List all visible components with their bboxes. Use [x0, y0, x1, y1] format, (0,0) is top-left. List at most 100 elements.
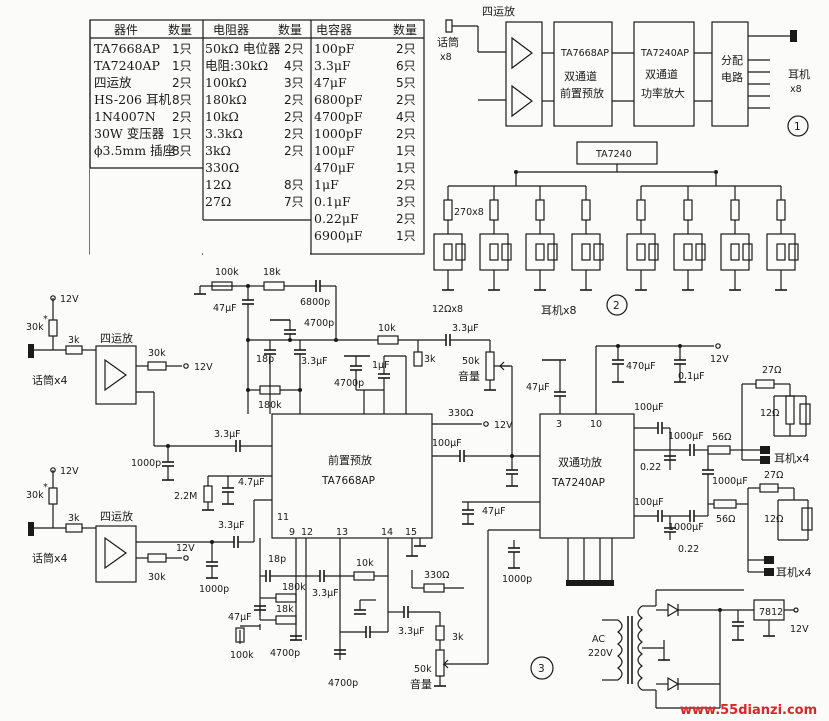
svg-text:1000p: 1000p: [131, 458, 161, 469]
parts-col1-qty-5: 1只: [172, 127, 192, 141]
watermark: www.55dianzi.com: [680, 703, 817, 718]
svg-text:1μF: 1μF: [372, 360, 390, 371]
dist-resistor-0: [443, 199, 453, 221]
parts-col2-name-8: 12Ω: [205, 177, 231, 192]
svg-text:100μF: 100μF: [634, 402, 664, 413]
col2-header: 电阻器: [213, 23, 249, 37]
parts-col3-qty-8: 2只: [396, 178, 416, 192]
col2-qty-header: 数量: [278, 22, 302, 37]
svg-text:AC: AC: [592, 634, 605, 645]
block-pwr-chip: TA7240AP: [640, 48, 689, 59]
dist-r12-7: [776, 243, 786, 261]
parts-col2-name-2: 100kΩ: [205, 75, 247, 90]
dist-chip: TA7240: [595, 149, 632, 160]
dist-r12-4: [636, 243, 646, 261]
parts-col3-name-0: 100pF: [314, 41, 355, 56]
dist-resistor-4: [636, 199, 646, 221]
parts-col1-name-3: HS-206 耳机: [94, 92, 171, 107]
pre-amp-chip: [271, 413, 433, 539]
svg-text:30k: 30k: [148, 572, 166, 583]
svg-text:3k: 3k: [452, 632, 464, 643]
svg-text:12V: 12V: [176, 543, 195, 554]
distribution-diagram: TA7240 270x8 12Ωx8 耳机x8 2: [432, 141, 799, 317]
pwr-chip-model: TA7240AP: [551, 477, 605, 489]
dist-earphone-6: [742, 243, 753, 261]
dist-resistor-1: [489, 199, 499, 221]
svg-text:12Ω: 12Ω: [760, 408, 779, 419]
svg-text:0.22: 0.22: [640, 462, 661, 473]
svg-text:1000μF: 1000μF: [712, 476, 748, 487]
parts-col1-qty-3: 8只: [172, 93, 192, 107]
parts-col1-qty-0: 1只: [172, 42, 192, 56]
parts-col2-qty-4: 2只: [284, 110, 304, 124]
parts-col3-name-1: 3.3μF: [314, 58, 351, 73]
dist-r12-label: 12Ωx8: [432, 304, 463, 315]
parts-col3-name-10: 0.22μF: [314, 211, 359, 226]
parts-col2-name-6: 3kΩ: [205, 143, 231, 158]
parts-col1-qty-4: 2只: [172, 110, 192, 124]
power-amp-chip: [539, 413, 635, 539]
parts-col2-qty-2: 3只: [284, 76, 304, 90]
svg-text:0.1μF: 0.1μF: [678, 371, 705, 382]
dist-r12-1: [489, 243, 499, 261]
parts-col3-name-9: 0.1μF: [314, 194, 351, 209]
col3-qty-header: 数量: [393, 22, 417, 37]
figure-3-marker: [530, 656, 554, 680]
parts-col2-qty-8: 8只: [284, 178, 304, 192]
dist-earphone-cell-3: [571, 233, 601, 271]
dist-resistor-2: [535, 199, 545, 221]
svg-text:100μF: 100μF: [634, 497, 664, 508]
svg-text:14: 14: [381, 527, 393, 538]
block-dist-line2: 电路: [721, 71, 743, 84]
dist-earphone-cell-0: [433, 233, 463, 271]
volume-lower: 音量: [410, 677, 432, 691]
svg-text:330Ω: 330Ω: [448, 408, 473, 419]
parts-col1-qty-1: 1只: [172, 59, 192, 73]
svg-text:18p: 18p: [268, 554, 286, 565]
r3k-upper: 3k: [68, 335, 80, 346]
dist-earphone-cell-5: [673, 233, 703, 271]
parts-col2-name-3: 180kΩ: [205, 92, 247, 107]
block-dist-line1: 分配: [721, 54, 743, 67]
parts-col1-name-2: 四运放: [94, 75, 132, 90]
col1-qty-header: 数量: [168, 22, 192, 37]
block-mic-count: x8: [440, 52, 452, 63]
parts-col2-qty-1: 4只: [284, 59, 304, 73]
dist-res-label: 270x8: [454, 207, 484, 218]
svg-text:3.3μF: 3.3μF: [301, 356, 328, 367]
svg-text:1000μF: 1000μF: [668, 522, 704, 533]
parts-col3-qty-1: 6只: [396, 59, 416, 73]
figure-1-number: 1: [794, 121, 801, 133]
svg-text:47μF: 47μF: [482, 506, 506, 517]
svg-text:100μF: 100μF: [432, 438, 462, 449]
parts-col3-qty-9: 3只: [396, 195, 416, 209]
parts-col1-name-1: TA7240AP: [94, 58, 160, 73]
parts-col2-qty-6: 2只: [284, 144, 304, 158]
svg-text:3k: 3k: [68, 513, 80, 524]
svg-text:27Ω: 27Ω: [762, 365, 781, 376]
parts-col3-qty-4: 4只: [396, 110, 416, 124]
dist-earphone-cell-2: [525, 233, 555, 271]
figure-2-number: 2: [613, 300, 620, 312]
parts-col1-qty-6: 8只: [172, 144, 192, 158]
figure-1-marker: [787, 115, 809, 137]
parts-col3-name-11: 6900μF: [314, 228, 363, 243]
svg-text:1000μF: 1000μF: [668, 431, 704, 442]
dist-earphone-5: [695, 243, 706, 261]
svg-text:4700p: 4700p: [334, 378, 364, 389]
parts-col1-qty-2: 2只: [172, 76, 192, 90]
svg-text:*: *: [43, 314, 48, 325]
svg-text:100k: 100k: [215, 267, 239, 278]
svg-text:3k: 3k: [424, 354, 436, 365]
earphone-x4-lower: 耳机x4: [776, 565, 812, 579]
svg-text:0.22: 0.22: [678, 544, 699, 555]
mic-x4-lower: 话筒x4: [32, 551, 68, 565]
parts-col1-name-5: 30W 变压器: [94, 126, 165, 141]
svg-text:3.3μF: 3.3μF: [214, 429, 241, 440]
parts-col3-qty-10: 2只: [396, 212, 416, 226]
parts-col3-name-6: 100μF: [314, 143, 355, 158]
mic-x4-upper: 话筒x4: [32, 373, 68, 387]
parts-col2-qty-3: 2只: [284, 93, 304, 107]
